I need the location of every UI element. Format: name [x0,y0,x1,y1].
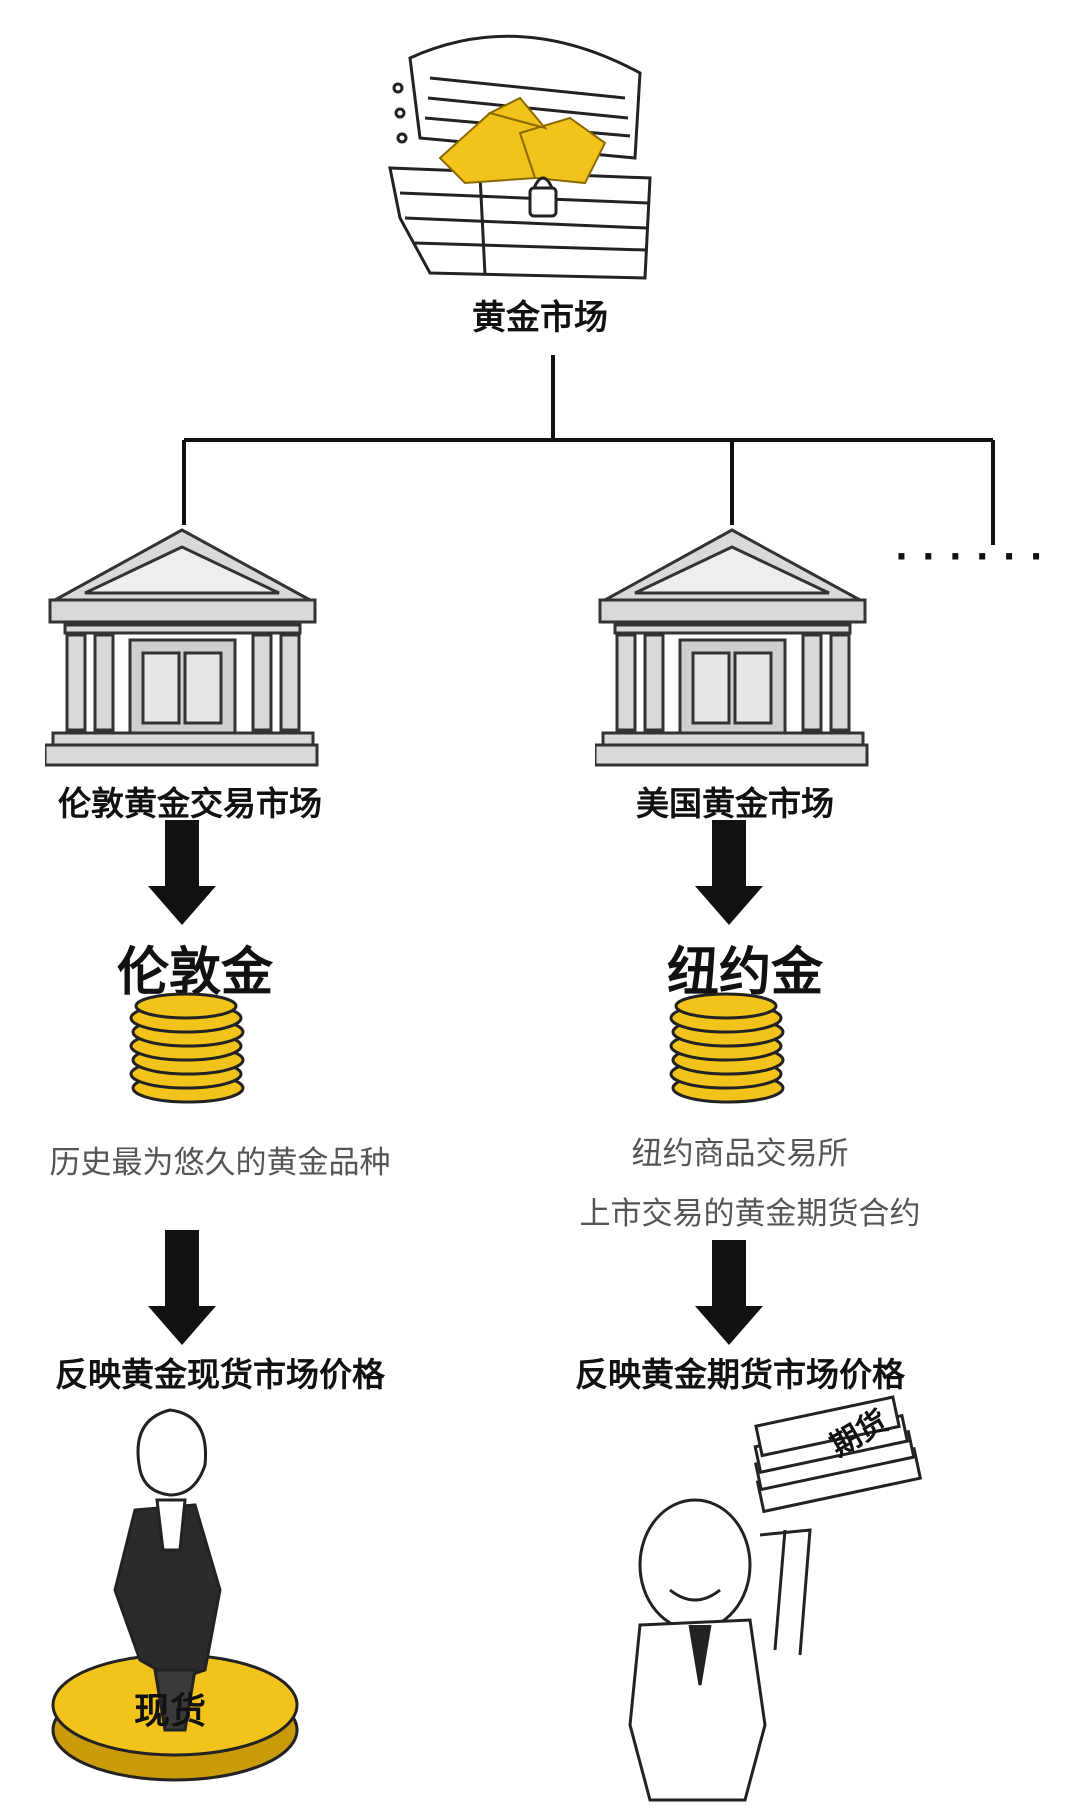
futures-price-label: 反映黄金期货市场价格 [575,1355,905,1394]
london-gold-description: 历史最为悠久的黄金品种 [49,1145,391,1181]
arrow-down-4 [695,1240,763,1345]
newyork-gold-product: 纽约金 [666,943,823,1003]
spot-price-label: 反映黄金现货市场价格 [55,1355,385,1394]
more-markets-dots: ······ [895,537,1057,577]
gold-coin-stack-icon [129,992,245,1104]
bank-building-icon [595,528,869,767]
treasure-chest-icon [388,34,652,280]
futures-trader-with-papers-illustration: 期货 [628,1395,923,1802]
spot-coin-badge: 现货 [133,1691,206,1732]
newyork-gold-description-line2: 上市交易的黄金期货合约 [579,1196,921,1232]
arrow-down-2 [695,820,763,925]
london-market-title: 伦敦黄金交易市场 [58,784,322,823]
spot-trader-on-coin-illustration [51,1408,299,1782]
arrow-down-1 [148,820,216,925]
newyork-gold-description-line1: 纽约商品交易所 [631,1136,849,1172]
bank-building-icon [45,528,319,767]
us-market-title: 美国黄金市场 [636,784,834,823]
gold-coin-stack-icon [669,992,785,1104]
arrow-down-3 [148,1230,216,1345]
root-label: 黄金市场 [472,298,608,338]
